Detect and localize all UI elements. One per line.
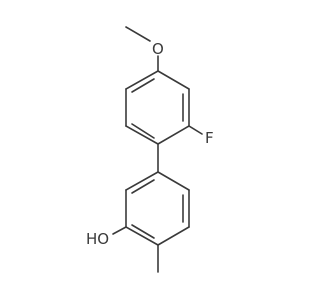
- structure-canvas: O F HO: [86, 26, 214, 273]
- bond: [157, 226, 190, 246]
- oxygen-methoxy-label: O: [152, 40, 164, 58]
- double-bond-inner: [131, 123, 155, 139]
- upper-ring: [125, 70, 190, 145]
- double-bond-inner: [131, 78, 155, 93]
- bond: [157, 171, 190, 191]
- bond-to-hydroxyl: [112, 226, 127, 235]
- bond: [157, 125, 190, 145]
- lower-ring: [125, 171, 190, 246]
- bond: [125, 26, 151, 42]
- bond-to-fluorine: [188, 125, 203, 135]
- bond: [157, 70, 190, 90]
- hydroxyl-label: HO: [86, 230, 109, 248]
- bond: [125, 125, 159, 145]
- methoxy-group: [125, 26, 159, 72]
- double-bond-inner: [131, 179, 155, 194]
- molecule-diagram: O F HO: [86, 26, 214, 273]
- bond: [125, 226, 159, 246]
- double-bond-inner: [131, 224, 155, 239]
- bond: [125, 70, 159, 90]
- bond: [125, 171, 159, 191]
- fluorine-label: F: [205, 129, 214, 147]
